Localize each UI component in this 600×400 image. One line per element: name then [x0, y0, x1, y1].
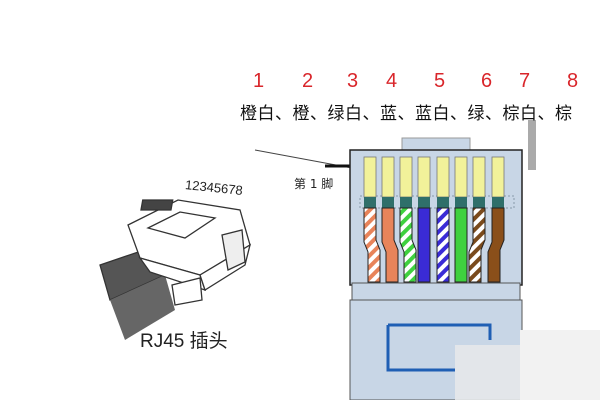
pin-contact — [399, 156, 413, 198]
pin-contact — [436, 156, 450, 198]
pin-number-6: 6 — [481, 70, 493, 92]
pin-band — [364, 197, 376, 208]
rj45-plug-illustration — [99, 199, 252, 340]
wire-2 — [381, 207, 399, 283]
pin-contact — [472, 156, 486, 198]
wire-1 — [363, 207, 381, 283]
pin-band — [473, 197, 485, 208]
pin-number-7: 7 — [519, 70, 531, 92]
pin-number-5: 5 — [434, 70, 446, 92]
pin1-label: 第 1 脚 — [294, 177, 334, 191]
pin-contact — [454, 156, 468, 198]
pin-number-8: 8 — [567, 70, 579, 92]
plug-window — [146, 211, 217, 239]
wire-8 — [487, 207, 505, 283]
pin-band — [492, 197, 504, 208]
pin-band — [400, 197, 412, 208]
wire-3 — [399, 207, 417, 283]
plug-contacts — [140, 199, 174, 211]
pin-number-2: 2 — [302, 70, 314, 92]
color-sequence-label: 橙白、橙、绿白、蓝、蓝白、绿、棕白、棕 — [240, 104, 573, 124]
latch-outline — [386, 323, 492, 372]
wire-4 — [417, 207, 431, 283]
pin-number-3: 3 — [347, 70, 359, 92]
pin-contact — [381, 156, 395, 198]
wire-7 — [468, 207, 486, 283]
pin-contact — [417, 156, 431, 198]
pin-band — [437, 197, 449, 208]
plug-latch — [171, 277, 203, 306]
pin-number-4: 4 — [386, 70, 398, 92]
pin-number-1: 1 — [253, 70, 265, 92]
connector-pins — [363, 156, 505, 283]
wire-6 — [454, 207, 468, 283]
pin-band — [455, 197, 467, 208]
pin-band — [418, 197, 430, 208]
wire-5 — [436, 207, 450, 283]
pin-band — [382, 197, 394, 208]
pin-contact — [363, 156, 377, 198]
plug-title: RJ45 插头 — [140, 331, 228, 352]
pin-contact — [491, 156, 505, 198]
